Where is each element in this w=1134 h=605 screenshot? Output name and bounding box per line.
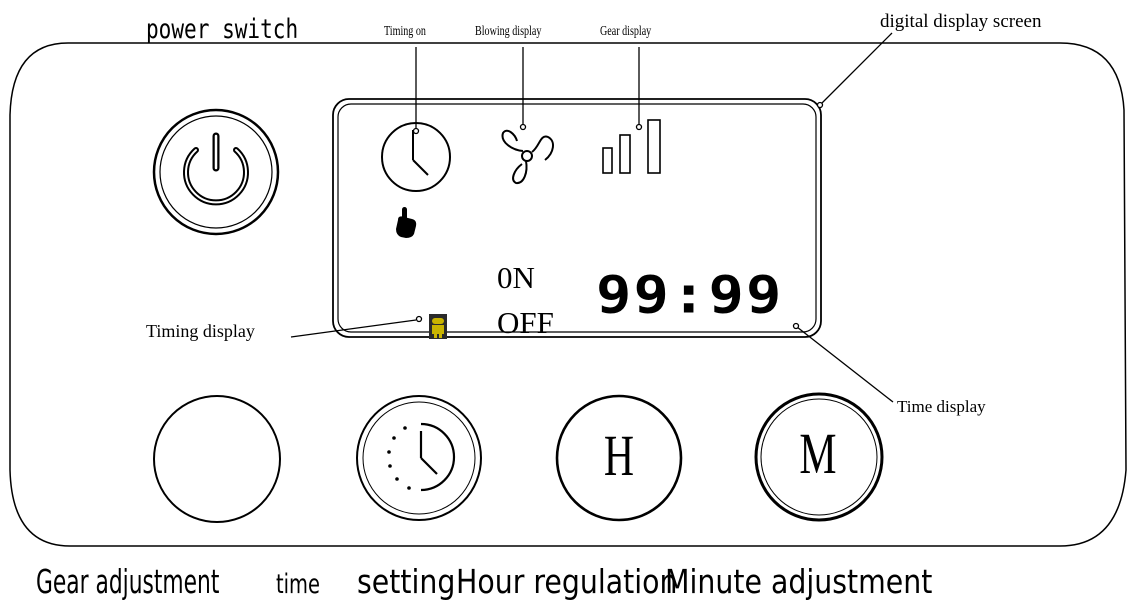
callout-lines [290,32,894,403]
digital-display-screen-label: digital display screen [880,11,1042,32]
power-button[interactable] [154,110,278,234]
power-switch-label: power switch [146,14,299,45]
hour-button-shape [555,394,683,522]
gear-adjustment-button-shape [153,395,281,523]
gear-adjustment-label: Gear adjustment [36,562,220,601]
signal-bars-icon [602,119,661,174]
timing-on-label: Timing on [384,24,426,39]
gear-display-label: Gear display [600,24,652,39]
time-setting-label-setting: setting [357,562,456,601]
screen-on-text: 0N [497,260,535,295]
pointing-hand-icon [396,207,417,238]
hour-button-letter: H [603,423,635,488]
display-screen-inner [337,103,817,333]
power-icon [183,132,249,206]
display-screen-outer [332,98,822,338]
time-setting-label-time: time [276,569,320,600]
time-setting-button[interactable] [357,396,481,520]
timer-dots [387,426,411,490]
timing-display-label: Timing display [146,321,255,341]
blowing-display-label: Blowing display [475,24,542,39]
android-icon [429,314,447,339]
power-button-shape [152,108,280,236]
screen-time-readout: 99:99 [596,265,784,326]
fan-icon [501,129,554,185]
gear-adjustment-button[interactable] [154,396,280,522]
time-display-label: Time display [897,397,986,416]
timer-icon [419,422,456,492]
minute-button-letter: M [799,421,837,486]
minute-adjustment-label: Minute adjustment [665,562,933,601]
hour-regulation-label: Hour regulation [456,562,678,601]
screen-off-text: OFF [497,305,554,340]
minute-button-shape [754,392,884,522]
panel-outline [9,42,1127,547]
time-setting-button-shape [356,395,482,521]
